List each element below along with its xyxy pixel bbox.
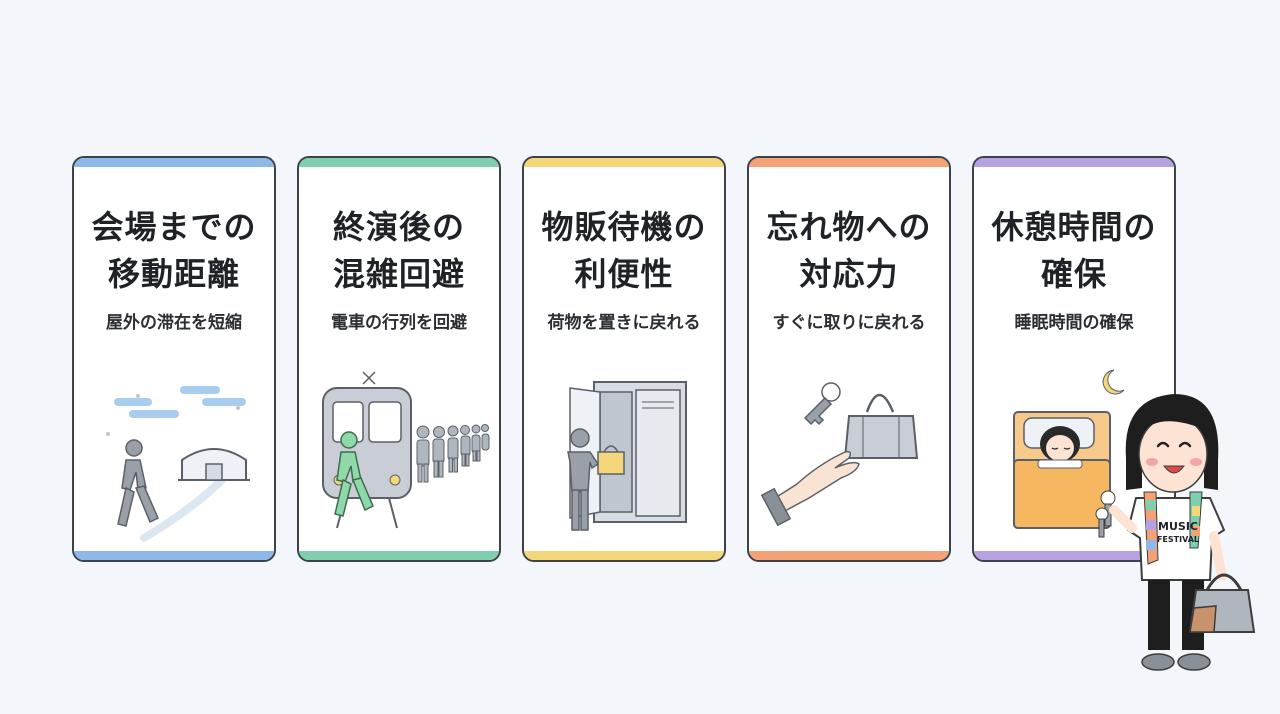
- card-merch-waiting: 物販待機の 利便性 荷物を置きに戻れる: [522, 156, 726, 562]
- card-accent-bottom: [974, 551, 1174, 560]
- card-travel-distance: 会場までの 移動距離 屋外の滞在を短縮: [72, 156, 276, 562]
- forgotten-items-illustration: [760, 382, 919, 527]
- card-title: 終演後の 混雑回避: [299, 204, 499, 298]
- train-queue-illustration: [322, 371, 490, 529]
- card-title: 物販待機の 利便性: [524, 204, 724, 298]
- queue-icon: [416, 424, 490, 483]
- card-accent-top: [974, 158, 1174, 167]
- person-storing-bag-icon: [567, 428, 600, 531]
- card-accent-top: [74, 158, 274, 167]
- card-title-line2: 確保: [1040, 255, 1107, 293]
- festival-girl-character: MUSIC FESTIVAL: [1095, 394, 1256, 671]
- card-title-line2: 対応力: [799, 255, 899, 293]
- card-subtitle: 荷物を置きに戻れる: [547, 313, 701, 333]
- card-subtitle: 電車の行列を回避: [331, 313, 467, 333]
- sleeping-illustration: [1013, 369, 1125, 529]
- card-title-line1: 物販待機の: [541, 208, 707, 246]
- card-title-line2: 混雑回避: [332, 255, 465, 293]
- character-face: [1138, 415, 1208, 493]
- card-accent-bottom: [524, 551, 724, 560]
- sleeping-person-icon: [1037, 426, 1083, 469]
- card-accent-bottom: [749, 551, 949, 560]
- bed-icon: [1013, 411, 1111, 529]
- card-congestion-avoid: 終演後の 混雑回避 電車の行列を回避: [297, 156, 501, 562]
- card-title-line1: 忘れ物への: [766, 208, 932, 246]
- shirt-text-line1: MUSIC: [1158, 520, 1198, 533]
- path-trail: [140, 474, 228, 542]
- towel-icon: [1143, 491, 1203, 565]
- card-title: 忘れ物への 対応力: [749, 204, 949, 298]
- card-subtitle: すぐに取りに戻れる: [772, 313, 926, 333]
- card-accent-bottom: [74, 551, 274, 560]
- card-title: 会場までの 移動距離: [74, 204, 274, 298]
- card-subtitle: 屋外の滞在を短縮: [106, 313, 242, 333]
- card-title-line1: 休憩時間の: [991, 208, 1157, 246]
- hand-icon: [760, 450, 860, 527]
- card-accent-top: [749, 158, 949, 167]
- card-accent-bottom: [299, 551, 499, 560]
- moon-icon: [1102, 369, 1125, 395]
- key-icon: [1095, 490, 1116, 538]
- cloud-icon: [114, 386, 246, 418]
- card-title-line2: 移動距離: [107, 255, 240, 293]
- walking-to-venue-illustration: [106, 386, 250, 542]
- venue-dome-icon: [178, 448, 250, 481]
- key-icon: [803, 382, 841, 426]
- walking-person-icon: [117, 439, 159, 527]
- card-title: 休憩時間の 確保: [974, 204, 1174, 298]
- shirt-text-line2: FESTIVAL: [1157, 535, 1199, 544]
- card-accent-top: [299, 158, 499, 167]
- card-forgotten-items: 忘れ物への 対応力 すぐに取りに戻れる: [747, 156, 951, 562]
- card-title-line1: 会場までの: [91, 208, 257, 246]
- bag-icon: [843, 393, 919, 459]
- locker-illustration: [567, 381, 687, 531]
- card-subtitle: 睡眠時間の確保: [1014, 313, 1134, 333]
- walking-person-icon: [334, 431, 374, 517]
- card-rest-time: 休憩時間の 確保 睡眠時間の確保: [972, 156, 1176, 562]
- card-accent-top: [524, 158, 724, 167]
- card-title-line1: 終演後の: [332, 208, 465, 246]
- card-title-line2: 利便性: [574, 255, 674, 293]
- bag-icon: [1188, 573, 1256, 633]
